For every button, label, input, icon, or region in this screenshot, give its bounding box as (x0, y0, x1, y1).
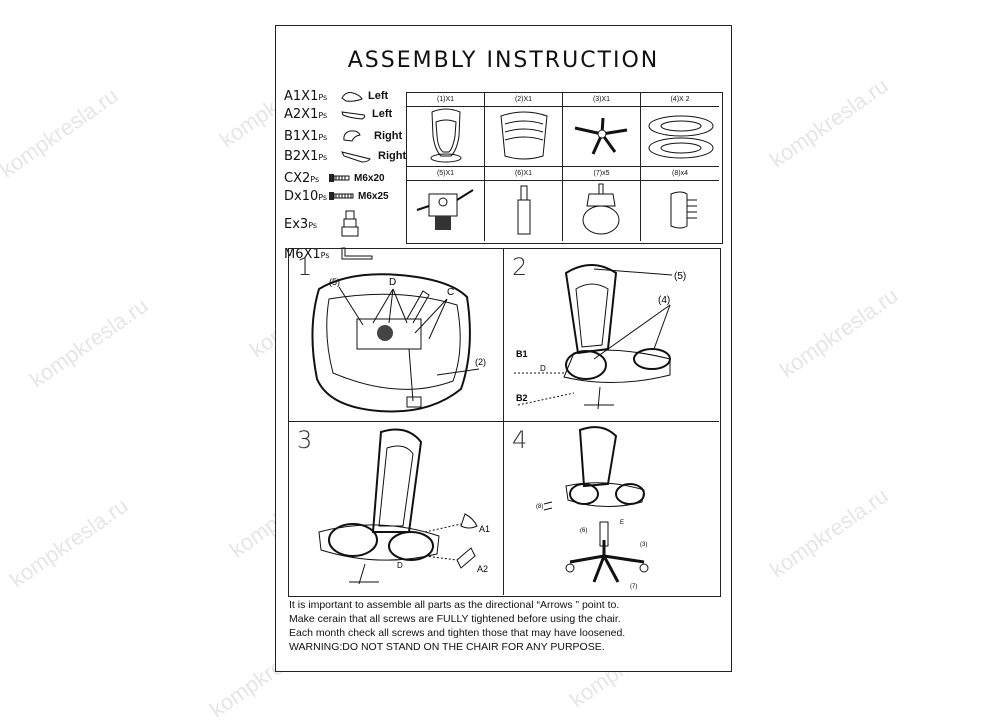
tilt-mechanism-icon (416, 189, 474, 230)
callout-label: D (397, 561, 403, 570)
armrest-cap-left-icon (341, 92, 363, 102)
callout-label: (7) (630, 584, 637, 590)
step-number: 1 (297, 253, 313, 281)
part-b2: B2X1Ps Right (284, 148, 407, 164)
star-base-icon (574, 117, 628, 155)
step-3-panel: 3 A1 A2 D (289, 422, 504, 595)
note-line: Each month check all screws and tighten … (289, 627, 626, 639)
warning-line: WARNING:DO NOT STAND ON THE CHAIR FOR AN… (289, 641, 605, 653)
armrest-loop-icon (648, 115, 714, 159)
seat-cushion-icon (500, 111, 548, 160)
callout-label: E (620, 520, 624, 526)
callout-label: D (389, 277, 396, 288)
callout-label: C (447, 287, 454, 298)
component-label: (7)x5 (563, 167, 640, 181)
part-code: Dx10Ps (284, 188, 328, 204)
component-label: (2)X1 (485, 93, 562, 107)
callout-label: B1 (516, 349, 528, 359)
part-a1: A1X1Ps Left (284, 88, 389, 104)
step-4-panel: 4 (8) (6) (3) (7) E (504, 422, 719, 595)
backrest-icon (430, 108, 462, 163)
step-2-panel: 2 (5) (4) B1 B2 D (504, 249, 719, 422)
gas-lift-icon (517, 185, 531, 235)
instruction-sheet: ASSEMBLY INSTRUCTION A1X1Ps Left A2X1Ps … (275, 25, 732, 672)
step-3-illustration: A1 A2 D (318, 428, 490, 585)
assembly-steps-grid: 1 (5) D C (2) (288, 248, 721, 597)
part-e: Ex3Ps (284, 210, 360, 238)
component-label: (3)X1 (563, 93, 640, 107)
part-a2: A2X1Ps Left (284, 106, 393, 122)
part-c: CX2Ps M6x20 (284, 170, 385, 186)
caster-wheel-icon (582, 183, 620, 235)
component-cell-glides: (8)x4 (641, 167, 719, 241)
components-table: (1)X1 (2)X1 (3)X1 (4)X 2 (406, 92, 723, 244)
component-label: (4)X 2 (641, 93, 719, 107)
callout-label: A2 (477, 564, 488, 574)
gas-lift-cover-icon (341, 210, 359, 237)
part-code: CX2Ps (284, 170, 320, 186)
part-code: A2X1Ps (284, 106, 328, 122)
watermark-text: kompkresla.ru (765, 482, 893, 583)
callout-label: (5) (329, 277, 340, 287)
component-cell-mechanism: (5)X1 (407, 167, 485, 241)
component-label: (1)X1 (407, 93, 484, 107)
step-number: 3 (297, 426, 313, 454)
callout-label: B2 (516, 393, 528, 403)
step-number: 2 (512, 253, 528, 281)
step-1-panel: 1 (5) D C (2) (289, 249, 504, 422)
watermark-text: kompkresla.ru (0, 82, 123, 183)
callout-label: A1 (479, 524, 490, 534)
callout-label: (8) (536, 504, 543, 510)
watermark-text: kompkresla.ru (5, 492, 133, 593)
component-cell-base: (3)X1 (563, 93, 641, 167)
watermark-text: kompkresla.ru (775, 282, 903, 383)
component-cell-backrest: (1)X1 (407, 93, 485, 167)
callout-label: (6) (580, 528, 587, 534)
glide-cap-icon (670, 191, 697, 229)
armrest-plate-left-icon (341, 111, 366, 120)
part-b1: B1X1Ps Right (284, 128, 403, 144)
step-4-illustration: (8) (6) (3) (7) E (536, 426, 649, 590)
part-code: Ex3Ps (284, 216, 318, 232)
part-code: B2X1Ps (284, 148, 328, 164)
component-label: (8)x4 (641, 167, 719, 181)
assembly-notes: It is important to assemble all parts as… (289, 598, 729, 654)
part-code: B1X1Ps (284, 128, 328, 144)
callout-label: (2) (475, 357, 486, 367)
note-line: It is important to assemble all parts as… (289, 599, 620, 611)
component-cell-armrests: (4)X 2 (641, 93, 719, 167)
callout-label: (4) (658, 295, 670, 306)
component-cell-casters: (7)x5 (563, 167, 641, 241)
step-2-illustration: (5) (4) B1 B2 D (514, 264, 686, 410)
armrest-cap-right-icon (343, 130, 361, 142)
watermark-text: kompkresla.ru (765, 72, 893, 173)
part-code: A1X1Ps (284, 88, 328, 104)
part-d: Dx10Ps M6x25 (284, 188, 389, 204)
part-code: M6X1Ps (284, 246, 330, 262)
long-bolt-icon (329, 192, 354, 200)
step-1-illustration: (5) D C (2) (311, 273, 486, 413)
component-label: (6)X1 (485, 167, 562, 181)
note-line: Make cerain that all screws are FULLY ti… (289, 613, 621, 625)
step-number: 4 (512, 426, 528, 454)
callout-label: D (540, 364, 546, 373)
armrest-plate-right-icon (341, 151, 371, 163)
short-bolt-icon (329, 174, 350, 182)
callout-label: (5) (674, 271, 686, 282)
component-cell-gaslift: (6)X1 (485, 167, 563, 241)
component-label: (5)X1 (407, 167, 484, 181)
component-cell-seat: (2)X1 (485, 93, 563, 167)
watermark-text: kompkresla.ru (25, 292, 153, 393)
callout-label: (3) (640, 542, 647, 548)
page-title: ASSEMBLY INSTRUCTION (347, 48, 660, 73)
